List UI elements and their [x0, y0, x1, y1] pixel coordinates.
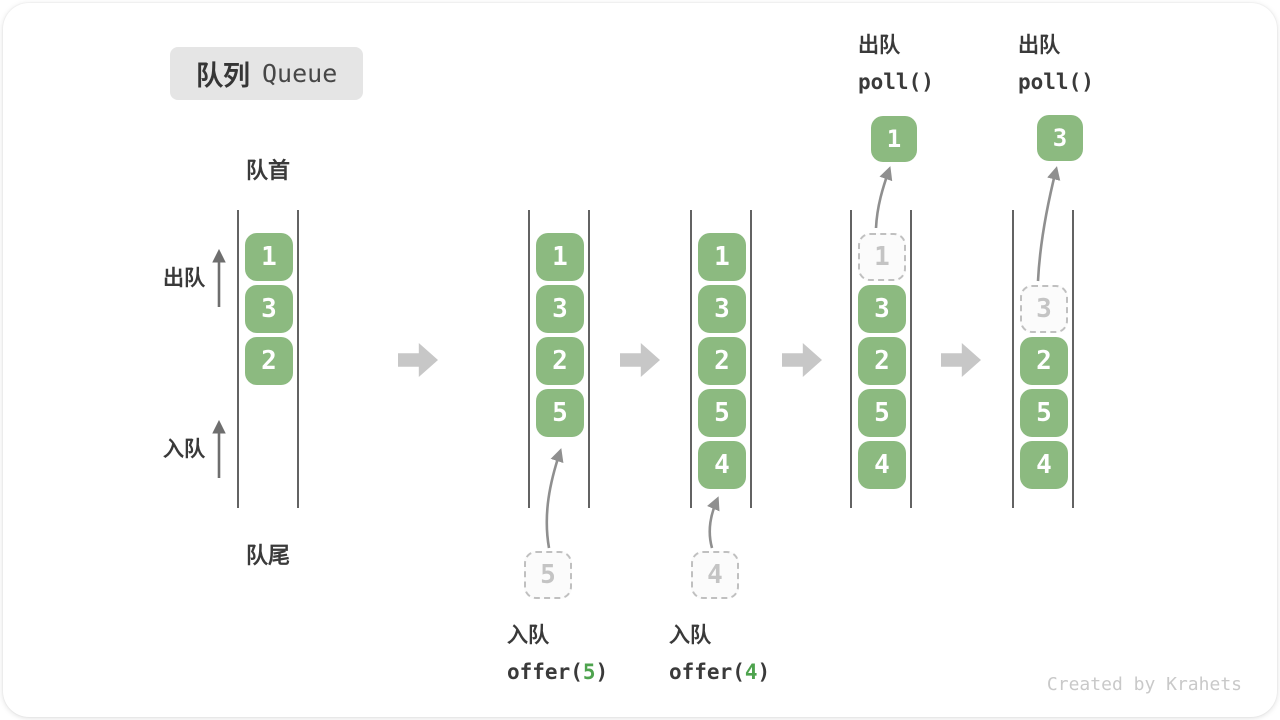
action-poll-1: 出队 poll() [858, 27, 934, 101]
title-badge: 队列 Queue [170, 47, 364, 100]
action-code: poll() [1018, 70, 1094, 94]
queue-column-5: 3 2 5 4 [1012, 210, 1074, 508]
action-zh: 出队 [1018, 34, 1060, 57]
action-code: offer(5) [507, 660, 609, 684]
queue-item: 5 [698, 389, 746, 437]
queue-item-removed: 3 [1020, 285, 1068, 333]
queue-item: 4 [698, 441, 746, 489]
action-offer-5: 入队 offer(5) [507, 617, 608, 691]
action-offer-4: 入队 offer(4) [669, 617, 770, 691]
queue-item: 3 [698, 285, 746, 333]
queue-item: 5 [858, 389, 906, 437]
queue-column-2: 1 3 2 5 [528, 210, 590, 508]
enqueue-side-label: 入队 [163, 438, 205, 461]
queue-item: 2 [536, 337, 584, 385]
action-arg: 5 [582, 660, 596, 684]
queue-item: 3 [858, 285, 906, 333]
action-arg: 4 [744, 660, 758, 684]
queue-item: 1 [245, 233, 293, 281]
queue-item: 4 [1020, 441, 1068, 489]
queue-item: 2 [1020, 337, 1068, 385]
title-en: Queue [262, 59, 338, 88]
queue-item: 3 [536, 285, 584, 333]
queue-item: 2 [698, 337, 746, 385]
dequeue-side-label: 出队 [163, 267, 205, 290]
action-poll-3: 出队 poll() [1018, 27, 1094, 101]
title-zh: 队列 [196, 61, 250, 91]
polled-item: 3 [1037, 115, 1083, 161]
incoming-item: 4 [691, 551, 739, 599]
queue-item: 5 [1020, 389, 1068, 437]
queue-column-4: 1 3 2 5 4 [850, 210, 912, 508]
queue-front-label: 队首 [245, 158, 290, 183]
queue-item-removed: 1 [858, 233, 906, 281]
queue-column-3: 1 3 2 5 4 [690, 210, 752, 508]
queue-item: 3 [245, 285, 293, 333]
queue-item: 1 [536, 233, 584, 281]
queue-item: 5 [536, 389, 584, 437]
queue-item: 4 [858, 441, 906, 489]
queue-column-1: 1 3 2 [237, 210, 299, 508]
action-code: poll() [858, 70, 934, 94]
queue-rear-label: 队尾 [245, 543, 290, 568]
queue-item: 2 [858, 337, 906, 385]
queue-item: 1 [698, 233, 746, 281]
incoming-item: 5 [524, 551, 572, 599]
action-zh: 入队 [507, 624, 549, 647]
action-code: offer(4) [669, 660, 771, 684]
action-zh: 入队 [669, 624, 711, 647]
queue-item: 2 [245, 337, 293, 385]
polled-item: 1 [871, 116, 917, 162]
action-zh: 出队 [858, 34, 900, 57]
watermark: Created by Krahets [1046, 674, 1242, 695]
